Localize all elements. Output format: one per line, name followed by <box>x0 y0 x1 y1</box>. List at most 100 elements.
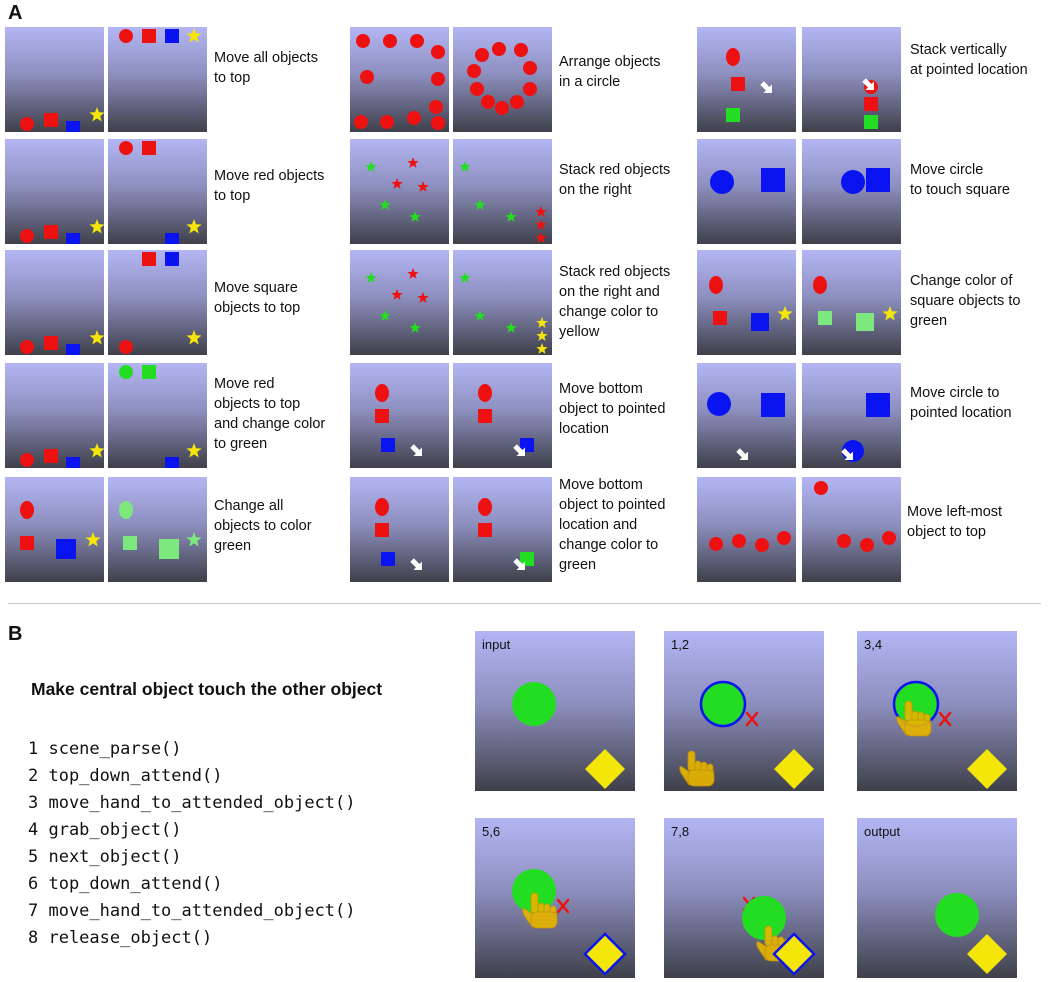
circle-object <box>431 72 445 86</box>
star-object <box>391 178 403 189</box>
star-object <box>379 310 391 321</box>
circle-object <box>481 95 495 109</box>
target-mark-icon <box>556 898 570 914</box>
task-caption: Move circle to pointed location <box>910 385 1012 421</box>
task-caption: Move circle to touch square <box>910 162 1010 198</box>
square-object <box>761 168 785 192</box>
task-caption: Move square objects to top <box>214 280 301 316</box>
square-object <box>123 536 137 550</box>
output-scene <box>453 363 552 468</box>
output-scene <box>453 27 552 132</box>
output-scene <box>108 27 207 132</box>
square-object <box>818 311 832 325</box>
circle-object <box>512 682 556 726</box>
star-object <box>186 28 202 43</box>
circle-object <box>478 498 492 516</box>
output-scene <box>108 363 207 468</box>
square-object <box>375 409 389 423</box>
square-object <box>726 108 740 122</box>
square-object <box>864 115 878 129</box>
task-caption: Stack vertically at pointed location <box>910 42 1028 78</box>
output-scene <box>453 250 552 355</box>
square-object <box>761 393 785 417</box>
circle-object <box>380 115 394 129</box>
frame-step-label: 5,6 <box>482 824 501 839</box>
output-scene <box>802 139 901 244</box>
output-scene <box>108 250 207 355</box>
target-mark-icon <box>745 711 759 727</box>
output-scene <box>108 139 207 244</box>
circle-object <box>523 61 537 75</box>
square-object <box>44 225 58 239</box>
circle-object <box>882 531 896 545</box>
star-object <box>535 232 547 243</box>
diamond-object <box>774 749 814 789</box>
task-caption: Move all objects to top <box>214 50 318 86</box>
circle-object <box>410 34 424 48</box>
circle-object <box>119 340 133 354</box>
circle-object <box>510 95 524 109</box>
task-caption: Stack red objects on the right <box>559 162 671 198</box>
square-object <box>751 313 769 331</box>
circle-object <box>709 537 723 551</box>
star-object <box>379 199 391 210</box>
program-line: 6 top_down_attend() <box>28 874 223 894</box>
circle-object <box>777 531 791 545</box>
output-scene <box>453 139 552 244</box>
square-object <box>478 523 492 537</box>
square-object <box>864 97 878 111</box>
square-object <box>66 457 80 468</box>
star-object <box>417 292 429 303</box>
star-object <box>459 161 471 172</box>
program-line: 2 top_down_attend() <box>28 766 223 786</box>
square-object <box>20 536 34 550</box>
circle-object <box>478 384 492 402</box>
input-scene <box>697 363 796 468</box>
square-object <box>520 552 534 566</box>
input-scene <box>697 477 796 582</box>
panel-b-label: B <box>8 623 23 645</box>
star-object <box>186 330 202 345</box>
panel-a-label: A <box>8 2 23 24</box>
diamond-object <box>583 932 627 976</box>
star-object <box>536 317 548 328</box>
program-line: 4 grab_object() <box>28 820 182 840</box>
square-object <box>866 168 890 192</box>
star-object <box>186 443 202 458</box>
pointer-arrow-icon <box>410 558 422 570</box>
star-object <box>89 330 104 345</box>
square-object <box>856 313 874 331</box>
pointer-arrow-icon <box>410 444 422 456</box>
circle-object <box>860 538 874 552</box>
square-object <box>66 344 80 355</box>
task-title: Make central object touch the other obje… <box>31 679 383 699</box>
circle-object <box>407 111 421 125</box>
circle-object <box>360 70 374 84</box>
output-scene <box>453 477 552 582</box>
input-scene <box>697 27 796 132</box>
circle-object <box>20 229 34 243</box>
square-object <box>142 252 156 266</box>
circle-object <box>431 45 445 59</box>
square-object <box>159 539 179 559</box>
diamond-object <box>585 749 625 789</box>
execution-frame: input <box>475 631 635 791</box>
input-scene <box>5 139 104 244</box>
task-caption: Move red objects to top and change color… <box>214 376 326 452</box>
star-object <box>535 206 547 217</box>
square-object <box>165 252 179 266</box>
circle-object <box>354 115 368 129</box>
star-object <box>459 272 471 283</box>
square-object <box>142 365 156 379</box>
circle-object <box>742 896 786 940</box>
diamond-object <box>967 749 1007 789</box>
circle-object <box>935 893 979 937</box>
square-object <box>44 336 58 350</box>
task-caption: Move bottom object to pointed location a… <box>559 477 666 573</box>
pointer-arrow-icon <box>513 444 525 456</box>
circle-object <box>383 34 397 48</box>
output-scene <box>802 363 901 468</box>
execution-frame: output <box>857 818 1017 978</box>
circle-object <box>707 392 731 416</box>
star-object <box>186 219 202 234</box>
